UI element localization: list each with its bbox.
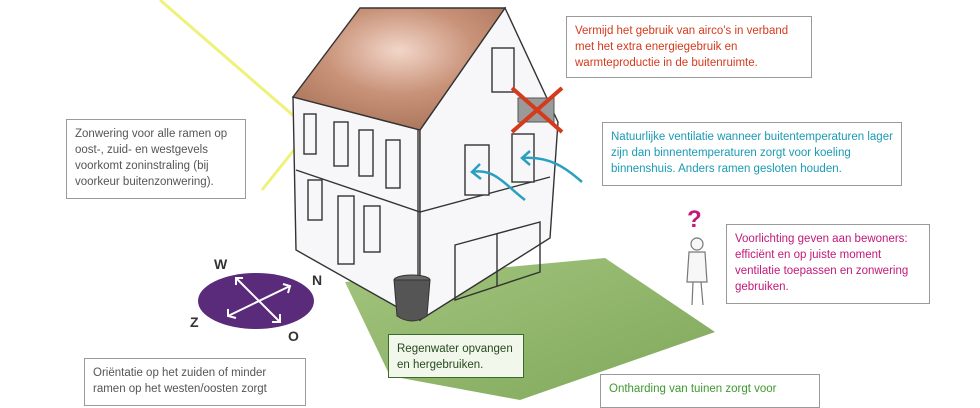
orientatie-note: Oriëntatie op het zuiden of minder ramen… <box>84 358 306 406</box>
zonwering-note: Zonwering voor alle ramen op oost-, zuid… <box>66 119 246 199</box>
question-mark-icon: ? <box>687 206 702 233</box>
voorlichting-note: Voorlichting geven aan bewoners: efficië… <box>726 224 930 304</box>
compass <box>198 273 314 329</box>
compass-label-north: N <box>312 272 323 288</box>
roof <box>291 7 507 131</box>
person-figure <box>686 237 708 306</box>
rain-barrel <box>393 274 431 322</box>
airco-note: Vermijd het gebruik van airco's in verba… <box>566 16 812 78</box>
airco-unit <box>510 86 564 134</box>
regenwater-note: Regenwater opvangen en hergebruiken. <box>388 334 524 378</box>
ventilatie-note: Natuurlijke ventilatie wanneer buitentem… <box>602 122 902 186</box>
compass-label-south: Z <box>190 314 199 330</box>
ontharding-note: Ontharding van tuinen zorgt voor <box>600 374 820 408</box>
compass-label-west: W <box>214 256 228 272</box>
airflow-arrows <box>470 150 583 201</box>
compass-label-east: O <box>288 328 299 344</box>
house <box>291 6 559 322</box>
